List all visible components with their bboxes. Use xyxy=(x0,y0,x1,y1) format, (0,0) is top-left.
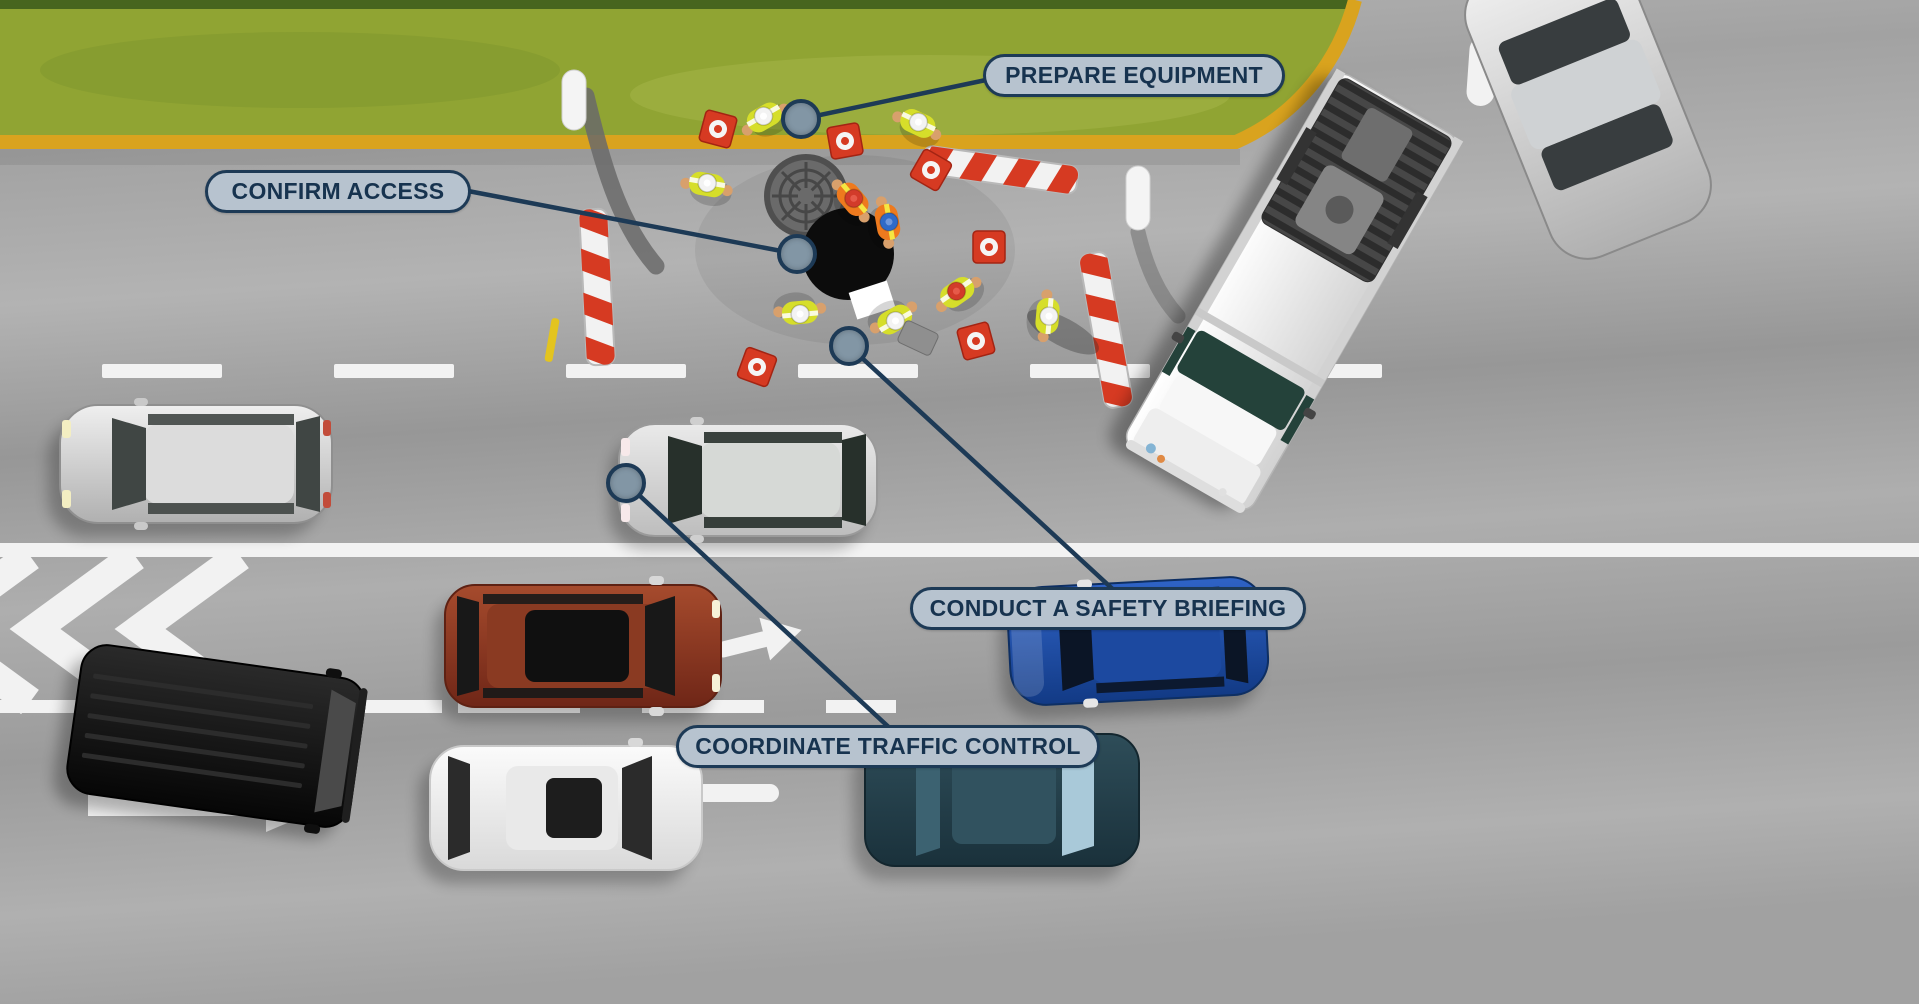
work-crew xyxy=(680,102,1099,356)
turn-arrow-marking xyxy=(715,617,802,661)
hotspot-confirm-access[interactable] xyxy=(777,234,817,274)
callout-conduct-a-safety-briefing[interactable]: CONDUCT A SAFETY BRIEFING xyxy=(910,587,1306,630)
van-black xyxy=(53,644,368,840)
car-white-bottom xyxy=(418,738,703,884)
marker-stick xyxy=(544,318,560,362)
connector-lines xyxy=(465,73,1121,736)
suv-red xyxy=(435,576,722,721)
callout-label: COORDINATE TRAFFIC CONTROL xyxy=(695,733,1081,759)
open-manhole xyxy=(802,208,894,300)
car-corner-partial xyxy=(1464,0,1712,260)
hotspot-prepare-equipment[interactable] xyxy=(781,99,821,139)
callout-label: CONDUCT A SAFETY BRIEFING xyxy=(929,595,1287,621)
grass-verge xyxy=(0,0,1352,136)
streetlight-left xyxy=(561,69,665,275)
streetlight-right xyxy=(1125,165,1186,324)
callout-coordinate-traffic-control[interactable]: COORDINATE TRAFFIC CONTROL xyxy=(676,725,1100,768)
traffic-cones xyxy=(698,109,1006,388)
hotspot-coordinate-traffic-control[interactable] xyxy=(606,463,646,503)
car-silver-center xyxy=(609,417,878,550)
utility-truck xyxy=(1109,68,1464,513)
site-plan-sheet xyxy=(848,280,896,320)
hotspot-conduct-a-safety-briefing[interactable] xyxy=(829,326,869,366)
car-silver-left xyxy=(48,398,333,537)
tracked-equipment xyxy=(1261,78,1452,283)
toolbox xyxy=(897,320,939,356)
callout-prepare-equipment[interactable]: PREPARE EQUIPMENT xyxy=(983,54,1285,97)
callout-label: CONFIRM ACCESS xyxy=(231,178,445,204)
work-zone xyxy=(544,102,1136,415)
callout-label: PREPARE EQUIPMENT xyxy=(1005,62,1263,88)
callout-confirm-access[interactable]: CONFIRM ACCESS xyxy=(205,170,471,213)
